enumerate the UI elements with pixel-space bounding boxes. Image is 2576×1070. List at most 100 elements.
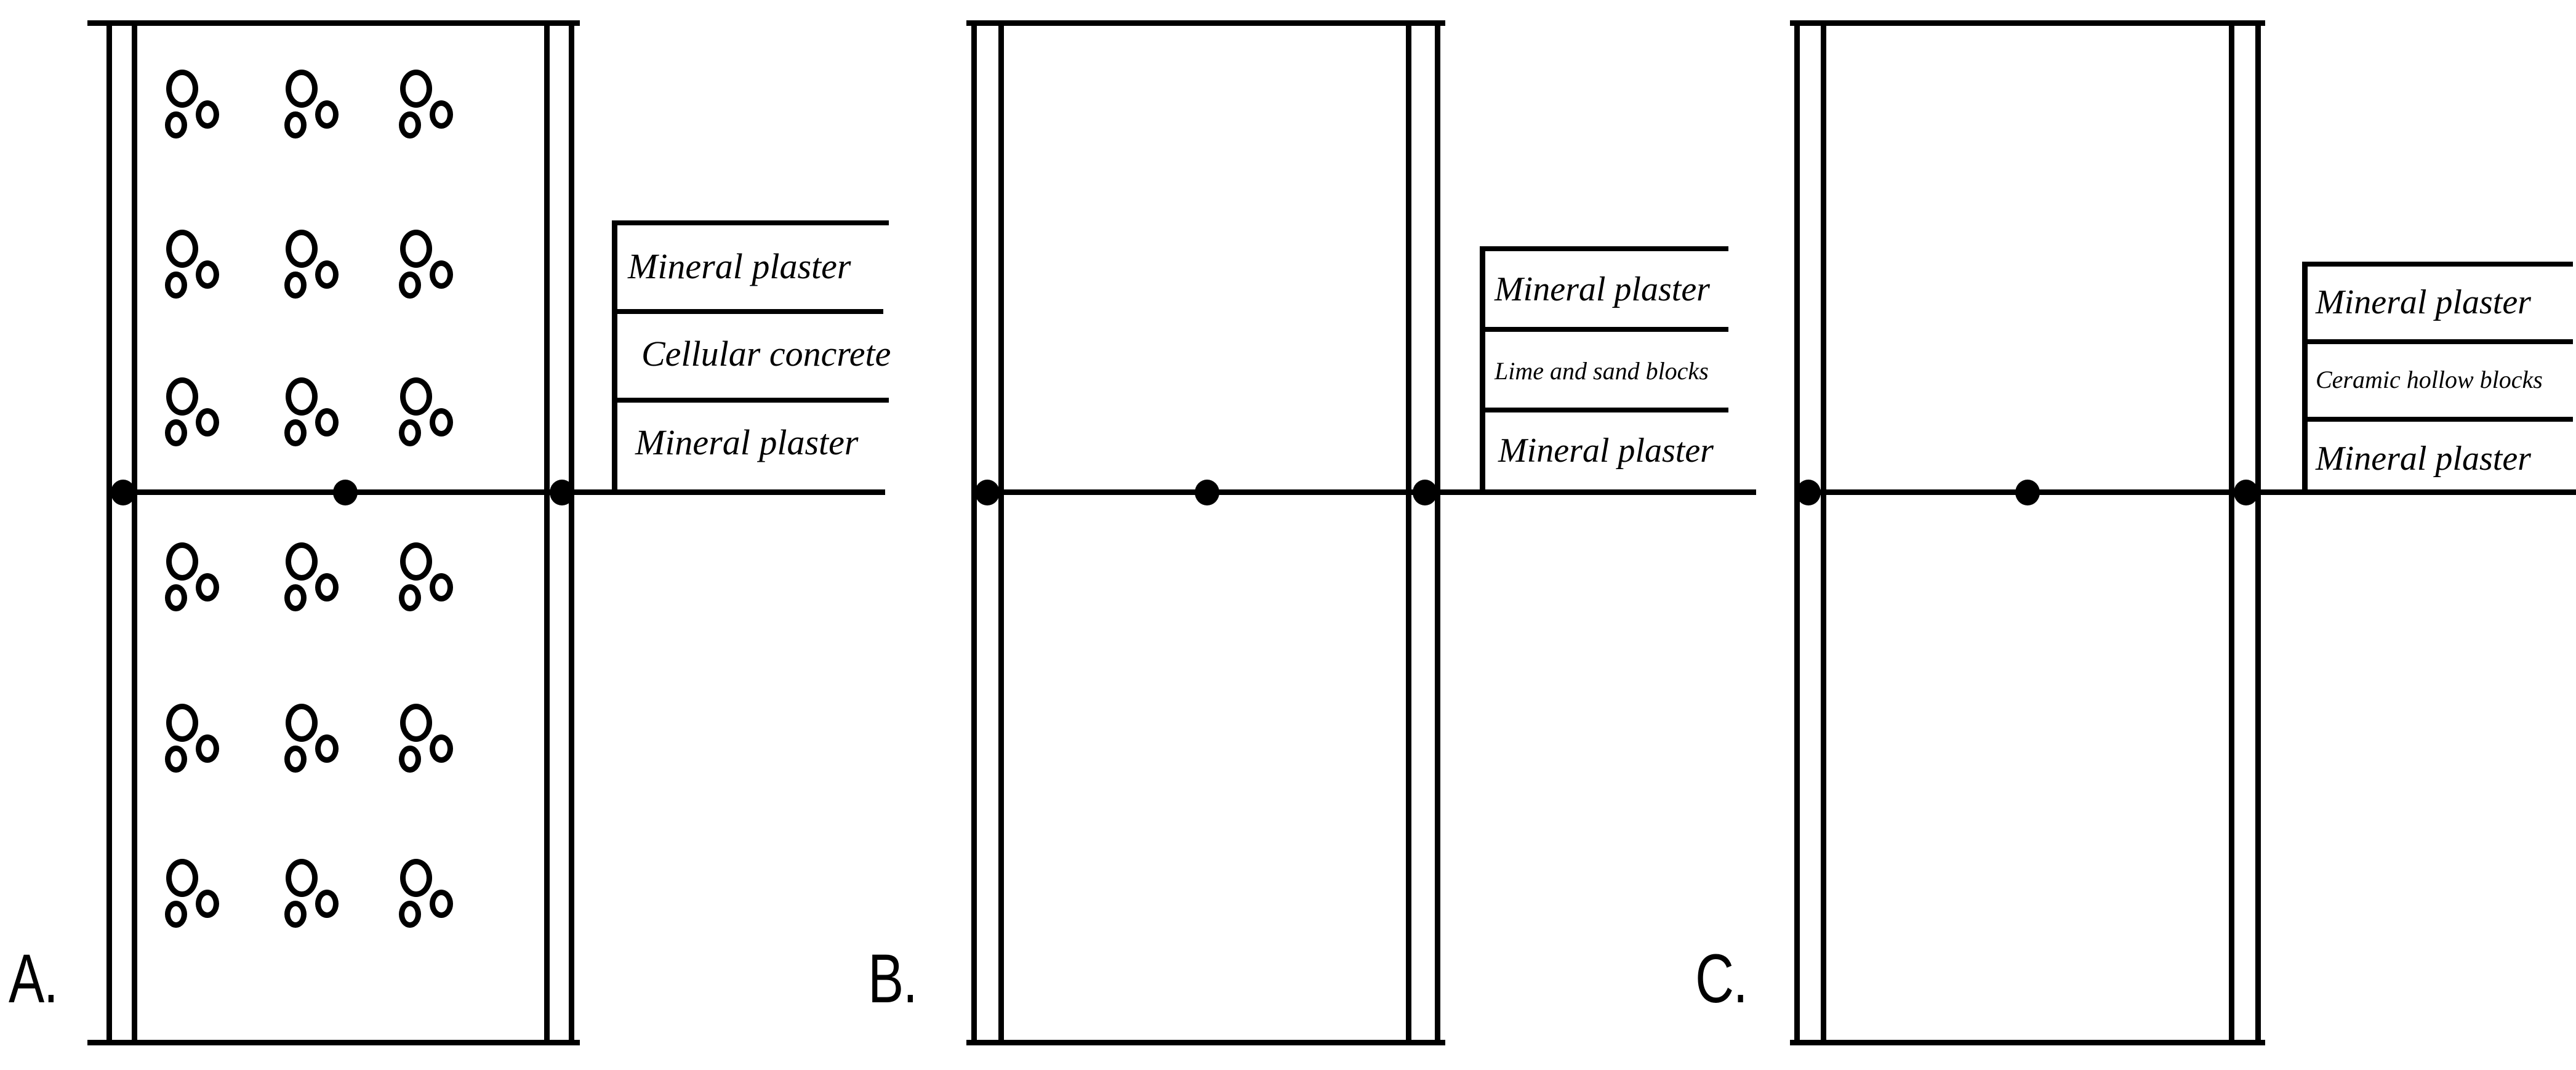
wall-section-c: [1790, 20, 2265, 1045]
bracket-rule-mid-2: [1480, 408, 1728, 412]
leader-node-outer-right-a: [550, 480, 574, 505]
bubble-small: [165, 272, 187, 299]
leader-node-center-a: [333, 480, 358, 505]
bracket-spine: [1480, 246, 1485, 493]
wall-bottom-cap: [966, 1040, 1445, 1045]
bubble-small: [399, 584, 421, 611]
bubble-medium: [196, 100, 219, 129]
layer-label-outer-plaster-b: Mineral plaster: [1495, 270, 1710, 308]
bubble-medium: [196, 260, 219, 289]
core-ceramic-hollow-blocks: [1821, 20, 2234, 1045]
bubble-small: [399, 901, 421, 928]
bubble-large: [286, 859, 318, 897]
layer-label-core-c: Ceramic hollow blocks: [2316, 366, 2543, 393]
bubble-large: [400, 542, 432, 581]
bubble-large: [286, 704, 318, 742]
bubble-large: [400, 70, 432, 108]
panel-letter-b: B.: [868, 940, 918, 1017]
bubble-small: [399, 746, 421, 773]
leader-line-a: [106, 489, 885, 495]
bubble-large: [400, 704, 432, 742]
core-inner-edge-left: [998, 20, 1004, 1045]
leader-line-c: [1794, 489, 2576, 495]
wall-top-cap: [966, 20, 1445, 26]
bubble-medium: [196, 573, 219, 601]
core-inner-edge-right: [544, 20, 550, 1045]
wall-bottom-cap: [87, 1040, 580, 1045]
bubble-large: [286, 377, 318, 416]
layer-label-core-a: Cellular concrete: [641, 334, 891, 374]
bracket-rule-mid-1: [1480, 327, 1728, 332]
bubble-small: [165, 901, 187, 928]
bubble-small: [284, 419, 307, 446]
wall-bottom-cap: [1790, 1040, 2265, 1045]
core-cellular-concrete: [137, 20, 544, 1045]
bubble-small: [284, 272, 307, 299]
bubble-medium: [430, 734, 453, 763]
bubble-small: [284, 746, 307, 773]
layer-label-inner-plaster-b: Mineral plaster: [1498, 432, 1714, 470]
leader-node-center-c: [2015, 480, 2040, 505]
bubble-medium: [315, 734, 339, 763]
bubble-medium: [196, 408, 219, 436]
bubble-medium: [430, 890, 453, 918]
bubble-large: [166, 230, 198, 268]
core-lime-and-sand-blocks: [998, 20, 1411, 1045]
bubble-large: [166, 377, 198, 416]
layer-label-core-b: Lime and sand blocks: [1495, 357, 1709, 385]
leader-line-b: [971, 489, 1756, 495]
bubble-large: [286, 70, 318, 108]
core-inner-edge-left: [1821, 20, 1826, 1045]
bubble-large: [400, 859, 432, 897]
bubble-large: [166, 70, 198, 108]
core-inner-edge-right: [2229, 20, 2234, 1045]
layer-label-inner-plaster-c: Mineral plaster: [2316, 440, 2531, 478]
bubble-small: [284, 111, 307, 139]
bubble-small: [399, 272, 421, 299]
bubble-large: [166, 704, 198, 742]
bracket-spine: [2302, 262, 2308, 493]
bracket-rule-top: [1480, 246, 1728, 251]
bubble-medium: [430, 408, 453, 436]
bubble-small: [165, 419, 187, 446]
bubble-small: [284, 901, 307, 928]
bubble-small: [284, 584, 307, 611]
bubble-medium: [315, 573, 339, 601]
bubble-large: [286, 230, 318, 268]
wall-top-cap: [1790, 20, 2265, 26]
bracket-rule-mid-1: [2302, 339, 2573, 344]
leader-node-outer-right-c: [2234, 480, 2258, 505]
bubble-large: [400, 230, 432, 268]
bubble-small: [399, 419, 421, 446]
leader-node-outer-right-b: [1413, 480, 1437, 505]
bubble-medium: [315, 408, 339, 436]
bubble-medium: [430, 100, 453, 129]
wall-section-b: [966, 20, 1445, 1045]
bracket-rule-mid-2: [2302, 417, 2573, 422]
bracket-rule-mid-1: [612, 309, 883, 314]
bubble-medium: [430, 573, 453, 601]
bubble-medium: [315, 260, 339, 289]
bubble-medium: [315, 100, 339, 129]
bracket-spine: [612, 220, 617, 493]
bubble-large: [286, 542, 318, 581]
bracket-rule-top: [612, 220, 889, 225]
callout-bracket-b: Mineral plaster Lime and sand blocks Min…: [1480, 246, 1728, 493]
plaster-outer-edge-right: [1435, 20, 1440, 1045]
wall-section-a: [87, 20, 580, 1045]
core-inner-edge-left: [132, 20, 137, 1045]
bubble-small: [399, 111, 421, 139]
bubble-medium: [430, 260, 453, 289]
plaster-outer-edge-right: [569, 20, 574, 1045]
bubble-small: [165, 584, 187, 611]
plaster-outer-edge-left: [106, 20, 112, 1045]
plaster-outer-edge-left: [971, 20, 977, 1045]
callout-bracket-a: Mineral plaster Cellular concrete Minera…: [612, 220, 891, 493]
bubble-large: [166, 859, 198, 897]
bubble-large: [166, 542, 198, 581]
bracket-rule-mid-2: [612, 398, 889, 403]
leader-node-outer-left-a: [111, 480, 135, 505]
layer-label-outer-plaster-c: Mineral plaster: [2316, 283, 2531, 321]
callout-bracket-c: Mineral plaster Ceramic hollow blocks Mi…: [2302, 262, 2573, 493]
